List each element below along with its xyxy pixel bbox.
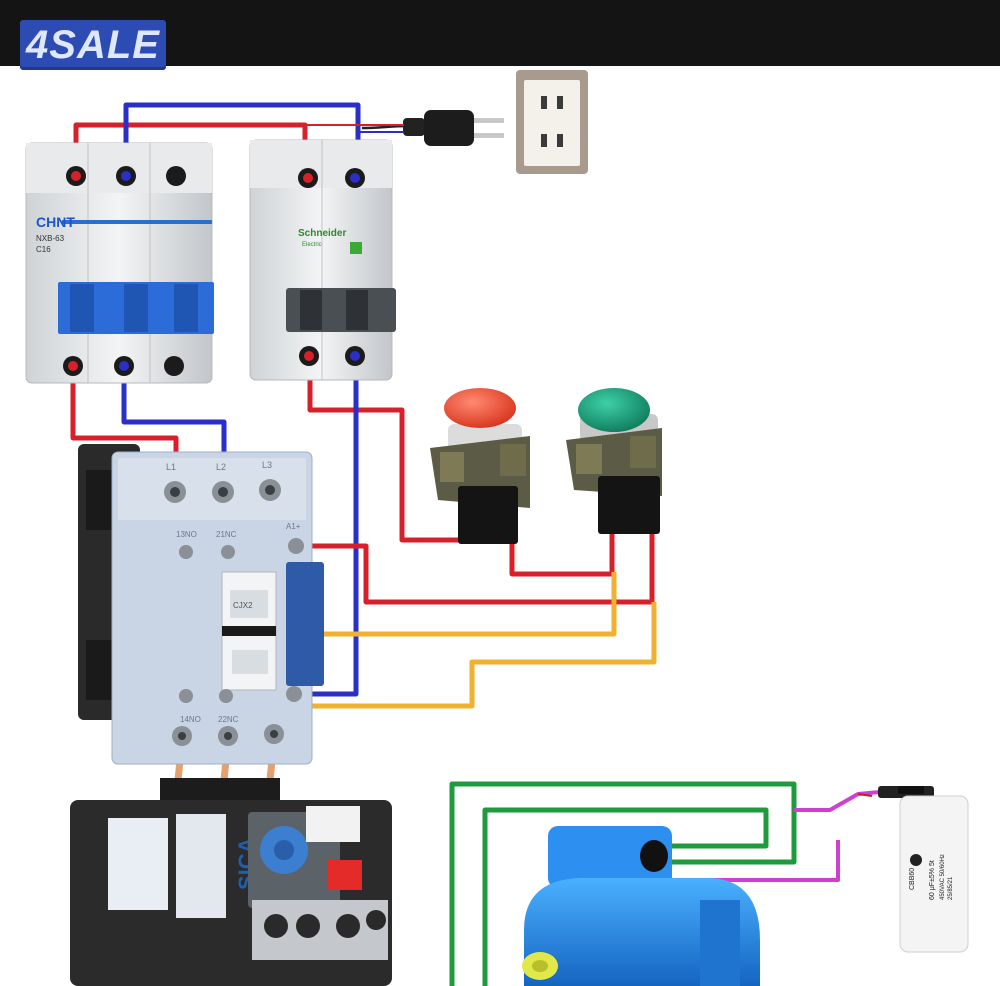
mcb3-brand: CHNT bbox=[36, 214, 75, 230]
mcb2-brand: Schneider bbox=[298, 228, 346, 239]
cap-voltage: 450VAC 50/60Hz bbox=[940, 854, 946, 900]
contactor-window: CJX2 bbox=[233, 601, 253, 610]
aux-14no: 14NO bbox=[180, 715, 201, 724]
term-l2: L2 bbox=[216, 462, 226, 472]
run-capacitor: CBB60 60 μF±5% 5t 450VAC 50/60Hz 25/85/2… bbox=[878, 786, 969, 953]
mcb3-rating: C16 bbox=[36, 245, 51, 254]
cap-value: 60 μF±5% 5t bbox=[929, 860, 936, 900]
aux-22nc: 22NC bbox=[218, 715, 239, 724]
aux-21nc: 21NC bbox=[216, 530, 237, 539]
top-bar bbox=[0, 0, 1000, 66]
aux-13no: 13NO bbox=[176, 530, 197, 539]
start-button-green[interactable] bbox=[566, 388, 662, 534]
wire-cap-2 bbox=[680, 840, 840, 882]
wire-motor-2 bbox=[482, 807, 769, 986]
mcb3-model: NXB-63 bbox=[36, 234, 65, 243]
wiring-diagram: CHNT NXB-63 C16 Schneider Electric bbox=[25, 70, 969, 986]
overload-relay: SICA bbox=[70, 778, 392, 986]
wire-neutral-coil bbox=[298, 356, 359, 697]
wire-motor-1 bbox=[449, 781, 797, 986]
wire-neutral-l2 bbox=[121, 368, 227, 466]
wire-cap-1 bbox=[794, 790, 881, 812]
term-l3: L3 bbox=[262, 460, 272, 470]
wire-aux-14 bbox=[190, 602, 657, 709]
mcb-3pole: CHNT NXB-63 C16 bbox=[25, 142, 214, 384]
wall-outlet bbox=[516, 70, 588, 174]
power-plug bbox=[361, 110, 504, 146]
coil-a1: A1+ bbox=[286, 522, 301, 531]
electric-motor bbox=[522, 826, 760, 986]
cap-brand: CBB60 bbox=[909, 868, 916, 890]
wire-phase-control bbox=[307, 358, 466, 543]
logo-badge[interactable]: 4SALE bbox=[20, 20, 166, 70]
mcb-2pole: Schneider Electric bbox=[249, 139, 396, 381]
term-l1: L1 bbox=[166, 462, 176, 472]
wire-start-to-coil bbox=[300, 512, 655, 605]
contactor: L1 L2 L3 13NO 21NC A1+ CJX2 14NO 22NC bbox=[78, 444, 324, 765]
stop-button-red[interactable] bbox=[430, 388, 530, 544]
mcb2-sub: Electric bbox=[302, 242, 322, 248]
cap-code: 25/85/21 bbox=[948, 876, 954, 900]
wire-stop-to-start bbox=[509, 512, 615, 577]
